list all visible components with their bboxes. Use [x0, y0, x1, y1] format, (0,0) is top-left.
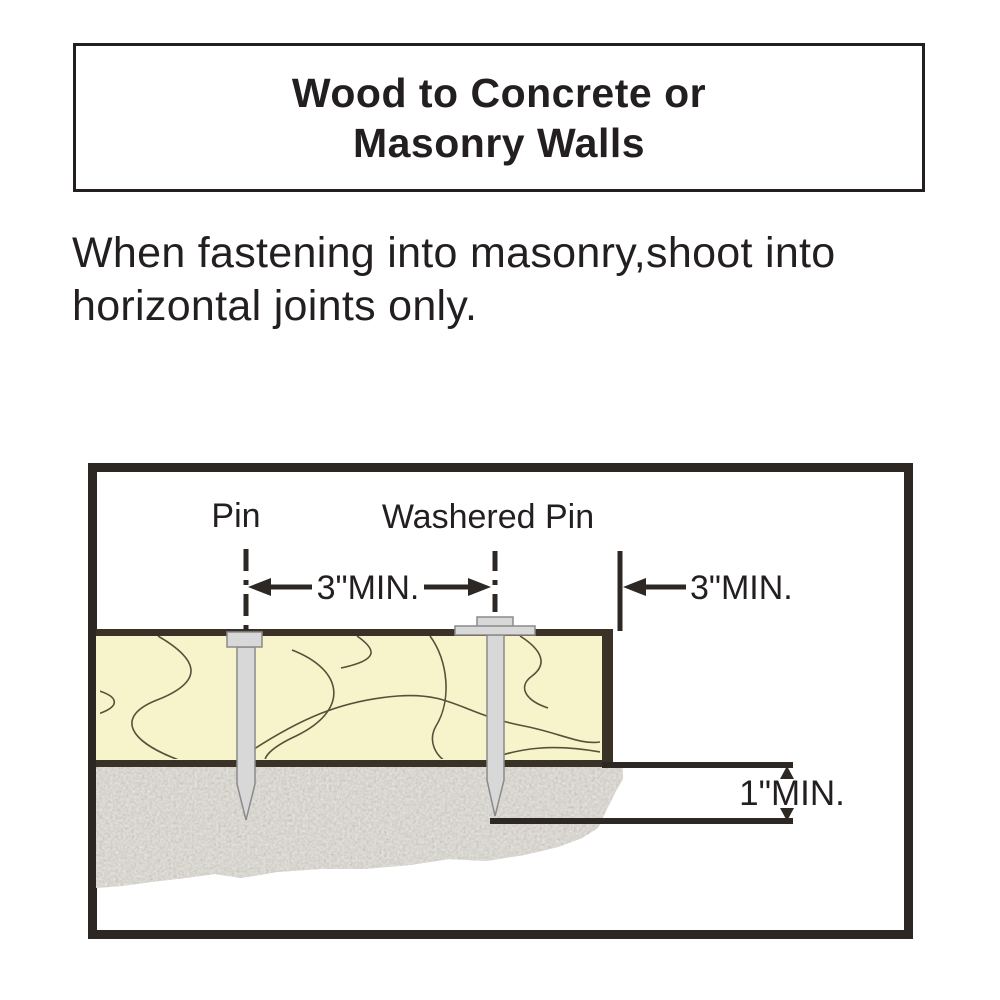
washered-pin-shank: [486, 634, 505, 817]
edge-distance-dimension: 3"MIN.: [623, 569, 793, 607]
wood-fill: [96, 633, 606, 763]
arrow-down-icon: [780, 808, 794, 821]
edge-distance-dim-label: 3"MIN.: [690, 569, 793, 607]
arrow-left-edge-icon: [623, 578, 646, 596]
instruction-line-2: horizontal joints only.: [72, 282, 478, 330]
pin: [226, 631, 263, 821]
wood-beam: [96, 629, 613, 767]
pin-label: Pin: [211, 497, 260, 535]
title-line-1: Wood to Concrete or: [291, 69, 707, 116]
wood-grain: [100, 636, 600, 759]
pin-shank: [236, 646, 256, 821]
wood-outline: [96, 629, 613, 767]
washered-pin: [454, 616, 536, 817]
title-line-2: Masonry Walls: [352, 119, 646, 166]
embedment-dimension: 1"MIN.: [490, 762, 845, 824]
instruction-line-1: When fastening into masonry,shoot into: [72, 229, 836, 277]
pin-spacing-dimension: 3"MIN.: [248, 569, 491, 607]
arrow-up-icon: [780, 766, 794, 779]
title-box: Wood to Concrete or Masonry Walls: [73, 43, 925, 192]
pin-head: [226, 631, 263, 648]
instruction-text: When fastening into masonry,shoot into h…: [72, 227, 836, 333]
pin-spacing-dim-label: 3"MIN.: [317, 569, 420, 607]
washered-pin-label: Washered Pin: [382, 498, 594, 536]
washer: [454, 625, 536, 636]
concrete: [96, 767, 623, 888]
arrow-left-icon: [248, 578, 271, 596]
arrow-right-icon: [468, 578, 491, 596]
embedment-dim-label: 1"MIN.: [739, 774, 845, 813]
